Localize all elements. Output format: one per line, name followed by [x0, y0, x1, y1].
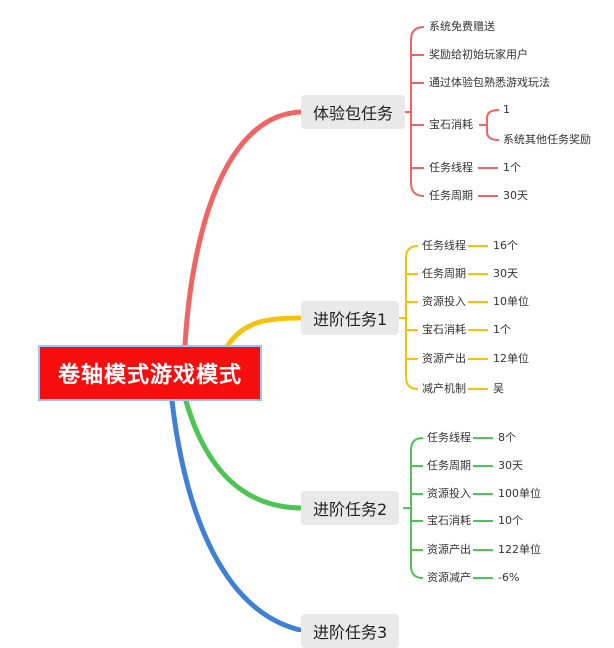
leaf-item: 宝石消耗 — [422, 323, 466, 336]
leaf-item: 通过体验包熟悉游戏玩法 — [429, 76, 550, 89]
leaf-value: 100单位 — [498, 487, 541, 500]
branch-label: 体验包任务 — [313, 104, 394, 123]
leaf-item: 宝石消耗 — [429, 118, 473, 131]
leaf-item: 资源减产 — [427, 571, 471, 584]
branch-label: 进阶任务1 — [313, 310, 388, 329]
curve-branch-4 — [169, 398, 303, 632]
leaf-value: 30天 — [503, 189, 528, 202]
leaf-item: 资源投入 — [422, 295, 466, 308]
leaf-value: 10个 — [498, 514, 523, 527]
leaf-value: 10单位 — [493, 295, 529, 308]
leaf-item: 奖励给初始玩家用户 — [429, 48, 528, 61]
branch-label: 进阶任务3 — [313, 623, 388, 642]
leaf-subitem: 1 — [503, 103, 510, 116]
bracket-branch-2 — [398, 245, 419, 390]
leaf-item: 任务线程 — [422, 239, 466, 252]
root-label: 卷轴模式游戏模式 — [57, 363, 242, 388]
leaf-value: 吴 — [493, 382, 504, 395]
bracket-branch-1 — [403, 26, 425, 197]
leaf-value: 8个 — [498, 431, 516, 444]
curve-branch-3 — [183, 398, 303, 511]
curve-branch-2 — [225, 315, 303, 348]
leaf-subitem: 系统其他任务奖励 — [503, 133, 591, 146]
sub-bracket-gem — [479, 109, 500, 141]
leaf-value: 1个 — [493, 323, 511, 336]
leaf-item: 减产机制 — [422, 382, 466, 395]
leaf-value: 16个 — [493, 239, 518, 252]
curve-branch-1 — [182, 109, 303, 348]
bracket-branch-3 — [403, 437, 424, 579]
branch-node-1[interactable]: 体验包任务 — [301, 95, 406, 129]
connector-lines — [169, 26, 500, 632]
leaf-value: 30天 — [498, 459, 523, 472]
leaf-item: 资源产出 — [427, 543, 471, 556]
leaf-item: 系统免费赠送 — [429, 20, 495, 33]
leaf-item: 任务周期 — [429, 189, 473, 202]
leaf-value: -6% — [498, 571, 520, 584]
leaf-item: 任务周期 — [427, 459, 471, 472]
leaf-value: 1个 — [503, 161, 521, 174]
leaf-value: 30天 — [493, 267, 518, 280]
root-node[interactable]: 卷轴模式游戏模式 — [38, 345, 262, 401]
leaf-item: 任务周期 — [422, 267, 466, 280]
branch-node-4[interactable]: 进阶任务3 — [301, 614, 400, 648]
branch-node-3[interactable]: 进阶任务2 — [301, 491, 400, 525]
branch-node-2[interactable]: 进阶任务1 — [301, 301, 400, 335]
leaf-value: 12单位 — [493, 352, 529, 365]
leaf-item: 宝石消耗 — [427, 514, 471, 527]
leaf-item: 任务线程 — [427, 431, 471, 444]
leaf-item: 资源产出 — [422, 352, 466, 365]
leaf-item: 资源投入 — [427, 487, 471, 500]
leaf-item: 任务线程 — [429, 161, 473, 174]
leaf-value: 122单位 — [498, 543, 541, 556]
branch-label: 进阶任务2 — [313, 500, 388, 519]
